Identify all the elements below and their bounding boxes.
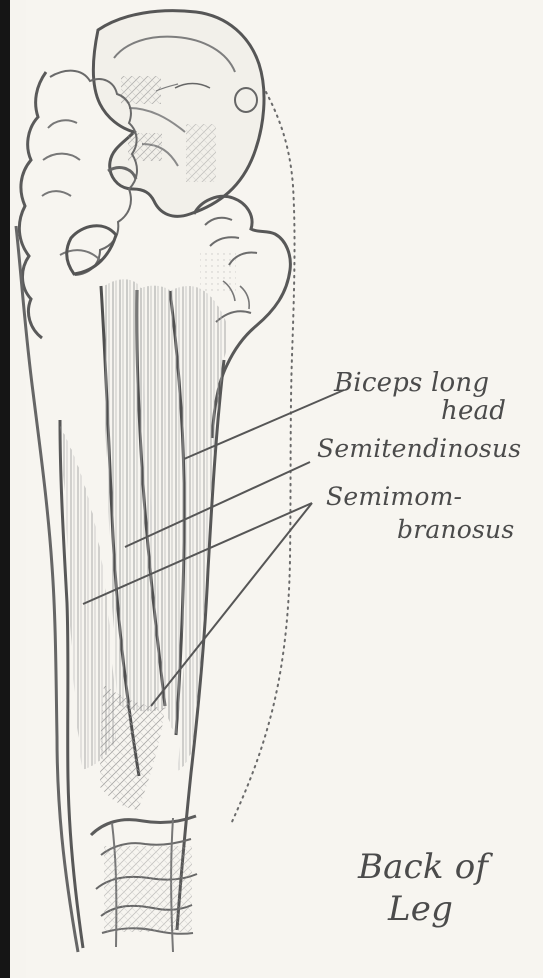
semitendinosus-label: Semitendinosus xyxy=(317,436,521,461)
semimembranosus-label-line-1: Semimom- xyxy=(326,484,462,509)
leg-label: Leg xyxy=(388,892,453,926)
biceps-long-label: Biceps long xyxy=(334,370,489,396)
back-of-label: Back of xyxy=(358,850,488,884)
semimembranosus-label-line-2: branosus xyxy=(397,517,514,542)
biceps-head-label: head xyxy=(441,398,506,424)
